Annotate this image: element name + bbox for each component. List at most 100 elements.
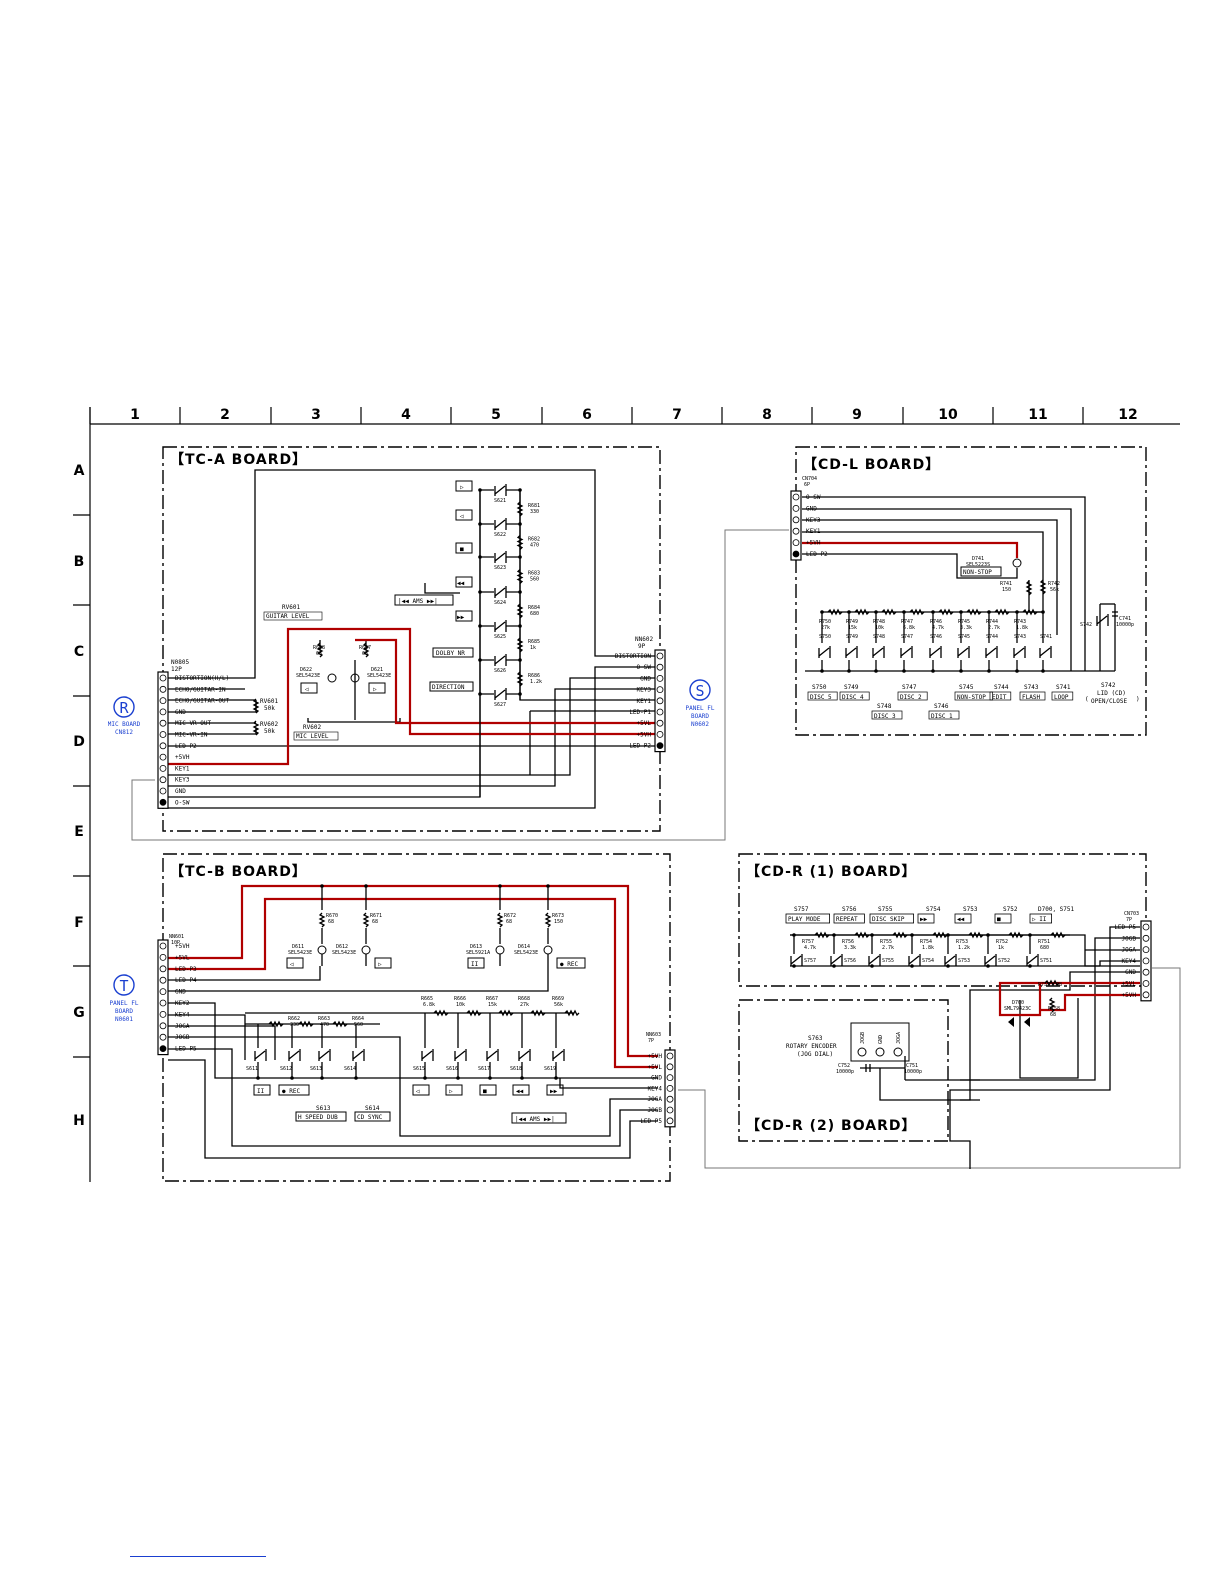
grid-row-label: G [73,1005,85,1021]
r758-ref: R758 [1048,1006,1060,1012]
connector-pin [159,697,167,704]
connector-body [157,671,169,809]
key-label: FLASH [1022,694,1040,701]
switch-ref: S623 [494,565,506,571]
tcb-led-key[interactable] [286,957,304,969]
tcb-led-key[interactable] [374,957,392,969]
key-label-box[interactable] [1029,913,1053,924]
connector-pin [792,539,800,546]
junction-dot [478,590,482,594]
junction-dot [478,555,482,559]
grid-col-label: 2 [220,407,230,423]
n0602-name: NN602 [635,636,653,643]
key-label-box[interactable] [1019,691,1046,701]
key-label-box[interactable] [897,691,928,701]
junction-dot [478,488,482,492]
footer-link-underline[interactable] [130,1556,266,1557]
switch-symbol [872,646,885,658]
switch-ref: S748 [877,703,892,710]
tca-key-stop[interactable] [455,542,473,554]
ref-r-line2: CN812 [115,729,133,736]
rv601-ref: RV601 [260,698,278,705]
key-label-box[interactable] [807,691,838,701]
junction-dot [423,1076,427,1080]
key-label-box[interactable] [1051,691,1074,701]
key-label: DISC 3 [874,713,896,720]
tca-key-ff[interactable] [455,610,473,622]
key-label-box[interactable] [869,913,914,924]
tca-key-rewind[interactable] [455,576,473,588]
key-label-box[interactable] [871,710,903,720]
key-label-box[interactable] [989,691,1012,701]
tcb-led-key[interactable] [556,957,586,969]
tcb-key-label: ▷ [449,1088,453,1095]
switch-symbol [1096,614,1109,626]
connector-pin [159,742,167,750]
tcb-key[interactable] [512,1084,530,1096]
tcb-key[interactable] [546,1084,564,1096]
connector-pin-label: O-SW [806,494,821,501]
tcb-key[interactable] [445,1084,463,1096]
junction-dot [290,1076,294,1080]
resistor-symbol [516,569,524,584]
key-label-box[interactable] [994,913,1012,924]
tca-direction-key[interactable] [429,681,474,692]
connector-pin [159,753,167,761]
tcb-key-pause[interactable] [253,1084,271,1096]
key-label-box[interactable] [928,710,960,720]
key-label-box[interactable] [917,913,935,924]
connector-pin [159,976,167,984]
connector-pin-label: MIC-VR-IN [175,732,208,739]
resistor-value: 330 [290,1022,299,1028]
cn703-name: CN703 [1124,911,1139,917]
ref-t-line3: N0601 [115,1016,133,1023]
resistor-ref: R664 [352,1016,364,1022]
connector-pin [1142,957,1150,965]
resistor-value: 68 [506,919,512,925]
tca-led-key-right[interactable] [368,682,386,694]
connector-pin [159,999,167,1007]
resistor-symbol [516,535,524,550]
rv602-name: RV602 [303,724,321,731]
tca-dolby-key[interactable] [432,647,474,658]
resistor-ref: R755 [880,939,892,945]
junction-dot [820,669,824,673]
grid-col-label: 5 [491,407,501,423]
key-label-box[interactable] [833,913,865,924]
connector-pin [656,742,664,749]
tca-key-play[interactable] [455,480,473,492]
connector-pin-label: DISTORTION(H/L) [175,675,229,682]
tcb-key-rec[interactable] [278,1084,310,1096]
connector-pin-label: JOGB [648,1107,663,1114]
tcb-ams-key[interactable] [511,1112,567,1124]
resistor-symbol [1008,931,1024,939]
junction-dot [847,669,851,673]
tca-led-key-left[interactable] [300,682,318,694]
rotary-encoder[interactable] [850,1022,910,1062]
resistor-symbol [1039,579,1047,595]
tcb-key[interactable] [479,1084,497,1096]
key-label-box[interactable] [785,913,830,924]
connector-pin-label: KEY3 [806,517,821,524]
junction-dot [478,692,482,696]
tca-key-reverse[interactable] [455,509,473,521]
connector-pin [159,731,167,738]
s742-paren-right: ) [1136,696,1140,703]
key-label-box[interactable] [954,691,993,701]
switch-symbol [454,1049,467,1061]
tcb-key[interactable] [412,1084,430,1096]
junction-dot [456,1076,460,1080]
d741-part: SEL5223S [966,562,990,568]
tca-key-reverse-label: ◁ [460,513,464,520]
grid-col-label: 10 [938,407,958,423]
connector-pin-label: LED-P4 [175,977,197,984]
key-label-box[interactable] [954,913,972,924]
tcb-wiring [168,884,658,1159]
cn704-name: CN704 [802,476,817,482]
tcb-led-key[interactable] [467,957,485,969]
ref-t: T PANEL FL BOARD N0601 [110,974,139,1023]
connector-pin-label: ECHO/GUITAR-OUT [175,698,230,705]
switch-symbol [900,646,913,658]
tca-ams-key[interactable] [394,594,454,606]
key-label-box[interactable] [839,691,870,701]
